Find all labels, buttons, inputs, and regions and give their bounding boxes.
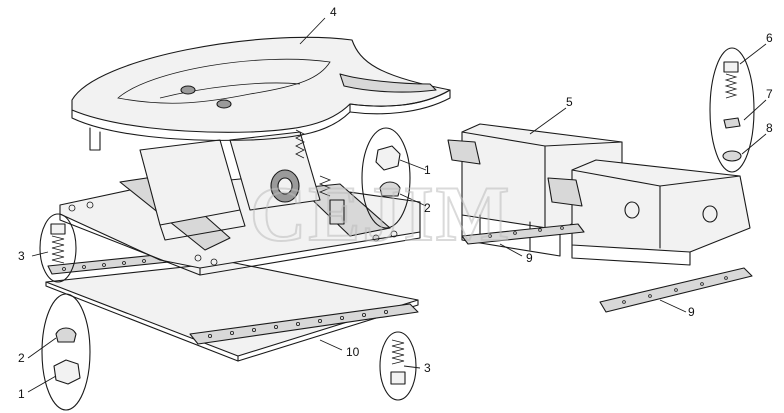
spacer-strip-lower xyxy=(599,267,753,313)
spacer-strip-upper xyxy=(461,223,585,245)
callout-5: 5 xyxy=(566,95,573,109)
callout-1-upper: 1 xyxy=(424,163,431,177)
detail-bolt-washers-right xyxy=(709,47,755,173)
callout-9-upper: 9 xyxy=(526,251,533,265)
callout-3-lower: 3 xyxy=(424,361,431,375)
detail-nut-washer-lower xyxy=(41,293,91,411)
coupling-plate xyxy=(71,36,451,151)
leader-lines xyxy=(27,17,767,393)
callout-9-lower: 9 xyxy=(688,305,695,319)
base-frame xyxy=(59,129,421,276)
callout-3-left: 3 xyxy=(18,249,25,263)
detail-nut-washer-upper xyxy=(361,127,411,229)
watermark: CEJIM xyxy=(250,170,511,257)
callout-2-upper: 2 xyxy=(424,201,431,215)
mounting-plate xyxy=(45,251,419,362)
callout-7: 7 xyxy=(766,87,773,101)
callout-2-lower: 2 xyxy=(18,351,25,365)
mounting-bracket-right xyxy=(547,159,751,266)
callout-10: 10 xyxy=(346,345,360,359)
callout-8: 8 xyxy=(766,121,773,135)
callout-labels: 4 5 6 7 8 1 2 3 9 9 10 3 2 1 xyxy=(18,5,773,401)
callout-4: 4 xyxy=(330,5,337,19)
detail-bolt-lower xyxy=(379,331,417,401)
callout-6: 6 xyxy=(766,31,773,45)
callout-1-lower: 1 xyxy=(18,387,25,401)
detail-bolt-left xyxy=(39,213,77,283)
